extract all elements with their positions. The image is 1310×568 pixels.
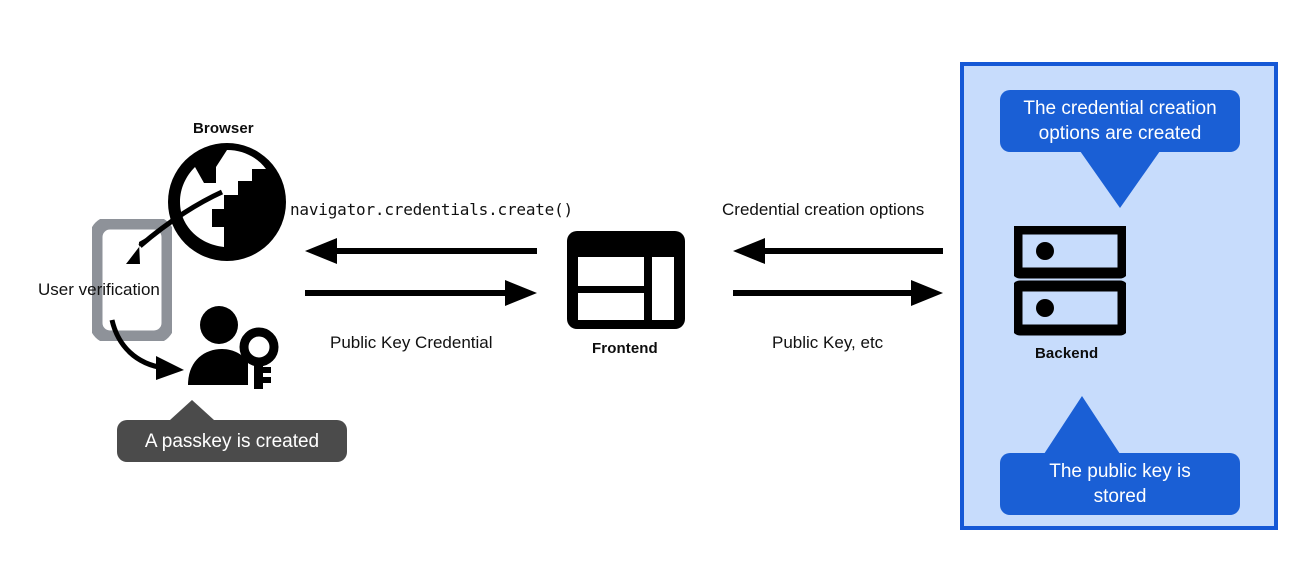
person-with-key-icon [186, 305, 286, 390]
credential-creation-options-label: Credential creation options [722, 200, 925, 219]
backend-tooltip-top-line1: The credential creation [1023, 98, 1217, 119]
layout-window-icon [567, 231, 685, 329]
server-racks-icon [1014, 226, 1126, 336]
backend-tooltip-top-pointer [1080, 151, 1160, 208]
arrow-frontend-to-backend [733, 280, 943, 306]
public-key-credential-label: Public Key Credential [330, 333, 493, 352]
backend-tooltip-top-line2: options are created [1038, 123, 1202, 144]
frontend-label: Frontend [592, 340, 658, 357]
arrow-device-to-user [109, 319, 184, 380]
backend-tooltip-public-key-stored: The public key is stored [1000, 453, 1240, 515]
arrow-frontend-to-browser [305, 238, 537, 264]
passkey-tooltip: A passkey is created [117, 420, 347, 462]
arrow-browser-to-frontend [305, 280, 537, 306]
browser-label: Browser [193, 120, 254, 137]
navigator-create-label: navigator.credentials.create() [290, 200, 573, 219]
passkey-tooltip-pointer [170, 400, 214, 420]
globe-icon [168, 143, 286, 261]
passkey-tooltip-text: A passkey is created [144, 430, 320, 452]
mobile-phone-icon [92, 219, 172, 341]
backend-tooltip-bottom-line2: stored [1093, 486, 1147, 507]
backend-tooltip-bottom-line1: The public key is [1049, 461, 1191, 482]
arrow-browser-to-device [126, 189, 224, 264]
public-key-etc-label: Public Key, etc [772, 333, 884, 352]
arrow-backend-to-frontend [733, 238, 943, 264]
user-verification-label: User verification [38, 280, 160, 299]
backend-tooltip-credential-options: The credential creation options are crea… [1000, 90, 1240, 152]
backend-tooltip-bottom-pointer [1044, 396, 1120, 454]
backend-label: Backend [1035, 345, 1099, 362]
